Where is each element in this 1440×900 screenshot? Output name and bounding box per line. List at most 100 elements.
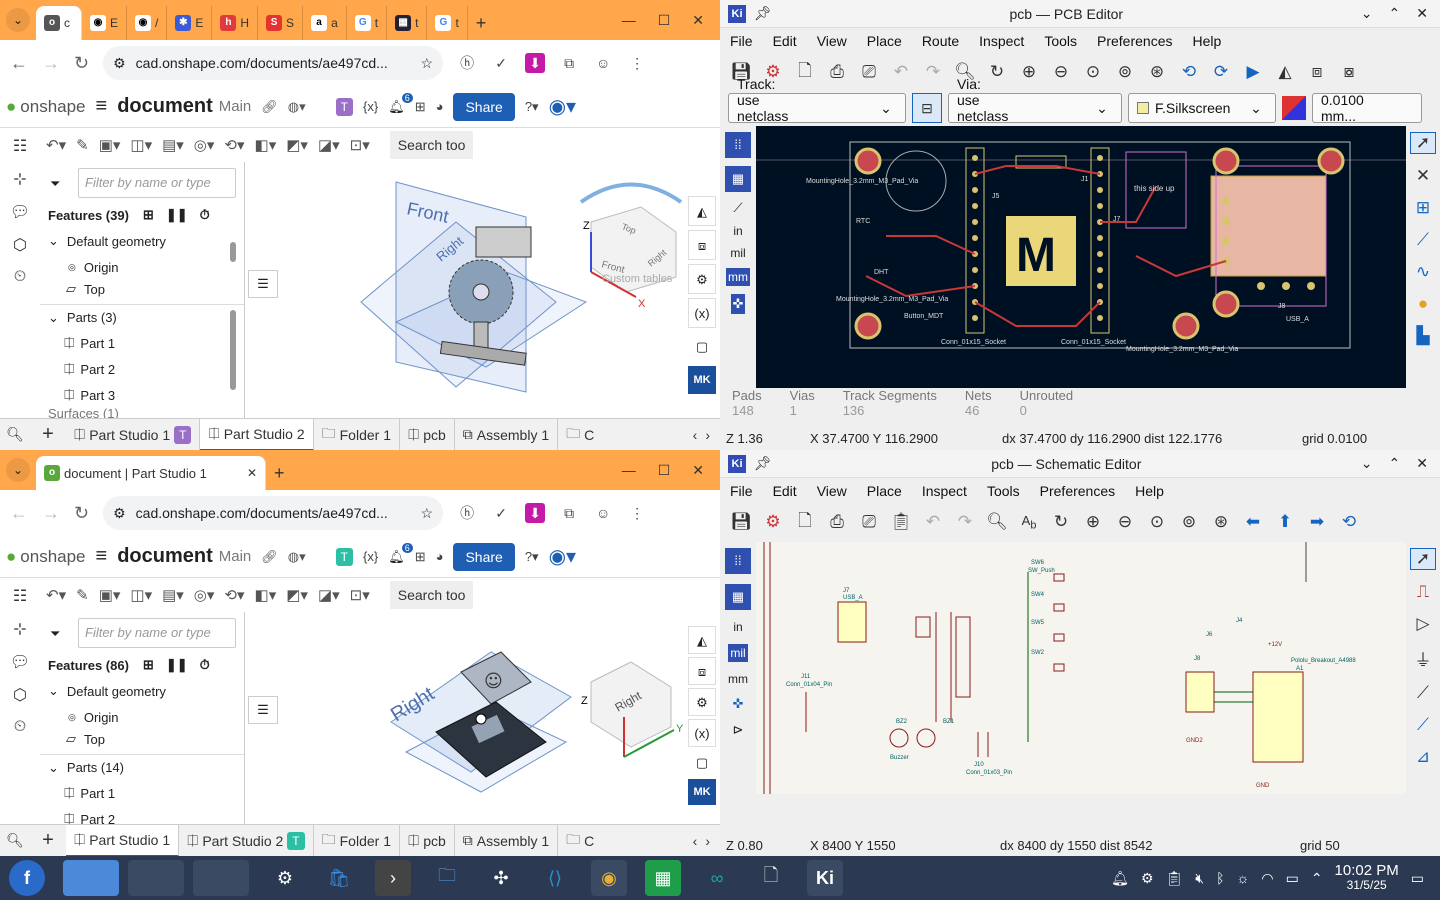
- paste-icon[interactable]: 📋︎: [890, 512, 912, 531]
- add-via-icon[interactable]: ●: [1417, 294, 1429, 313]
- tab-assembly-1[interactable]: ⧉Assembly 1: [455, 824, 559, 856]
- browser-tab[interactable]: ◉E: [82, 6, 128, 40]
- tab-part-studio-1[interactable]: ⎅Part Studio 1: [66, 824, 180, 856]
- maximize-icon[interactable]: ☐: [657, 461, 671, 478]
- menu-preferences[interactable]: Preferences: [1039, 483, 1116, 499]
- add-feature-icon[interactable]: ⊞: [142, 207, 154, 222]
- rotate-icon[interactable]: ⟲: [1341, 512, 1357, 531]
- section-view-icon[interactable]: ⧈: [688, 230, 716, 260]
- part-item[interactable]: ⎅Part 3: [64, 387, 116, 403]
- close-icon[interactable]: ✕: [1416, 5, 1428, 21]
- refresh-icon[interactable]: ↻: [989, 62, 1005, 81]
- magnifier-icon[interactable]: 🔍︎: [6, 426, 24, 442]
- browser-tab[interactable]: ◉/: [127, 6, 168, 40]
- download-extension-icon[interactable]: ⬇: [525, 53, 546, 73]
- help-icon[interactable]: ?▾: [524, 548, 539, 564]
- chevron-down-icon[interactable]: ⌄: [1360, 455, 1373, 471]
- parts-group[interactable]: ⌄Parts (14): [40, 754, 244, 780]
- plane-icon[interactable]: ◧▾: [254, 137, 277, 154]
- measure-icon[interactable]: ⟋: [733, 200, 743, 215]
- pause-icon[interactable]: ❚❚: [165, 207, 188, 222]
- print-icon[interactable]: ⎙: [830, 512, 844, 531]
- download-extension-icon[interactable]: ⬇: [525, 503, 546, 523]
- part-item[interactable]: ⎅Part 1: [64, 785, 116, 801]
- undo-icon[interactable]: ↶: [893, 62, 909, 81]
- file-manager-icon[interactable]: 🗀: [438, 865, 456, 885]
- forward-icon[interactable]: →: [42, 502, 60, 523]
- ungroup-icon[interactable]: ⧇: [1343, 62, 1355, 81]
- unit-mil[interactable]: mil: [730, 246, 746, 260]
- appearance-icon[interactable]: ⬡: [13, 687, 27, 704]
- profile-icon[interactable]: ☺: [595, 55, 611, 71]
- feature-list-icon[interactable]: ☷: [12, 138, 28, 155]
- add-symbol-icon[interactable]: ⎍: [1417, 582, 1429, 601]
- reload-icon[interactable]: ↻: [74, 502, 90, 523]
- menu-preferences[interactable]: Preferences: [1097, 33, 1173, 49]
- menu-view[interactable]: View: [816, 483, 847, 499]
- tab-overflow[interactable]: 🗀C: [558, 419, 602, 451]
- save-icon[interactable]: 💾︎: [730, 512, 752, 531]
- fillet-icon[interactable]: ◫▾: [130, 587, 153, 604]
- h-extension-icon[interactable]: ⓗ: [460, 505, 475, 521]
- close-icon[interactable]: ✕: [692, 461, 704, 478]
- chrome-icon[interactable]: ◉: [591, 860, 627, 896]
- add-zone-icon[interactable]: ▙: [1416, 326, 1430, 345]
- zoom-objects-icon[interactable]: ⊚: [1117, 62, 1133, 81]
- tab-assembly-1[interactable]: ⧉Assembly 1: [455, 418, 559, 450]
- chevron-right-icon[interactable]: ›: [705, 426, 710, 443]
- scrollbar[interactable]: [230, 242, 236, 262]
- model-viewport-graphic[interactable]: Front Right Top Front Right Z X Custom t…: [246, 162, 720, 418]
- discover-app-icon[interactable]: 🛍︎: [327, 867, 351, 888]
- more-tools-icon[interactable]: ⊡▾: [349, 587, 370, 604]
- zoom-in-icon[interactable]: ⊕: [1085, 512, 1101, 531]
- new-tab-button[interactable]: +: [475, 12, 487, 33]
- measure-icon[interactable]: ▢: [695, 755, 709, 770]
- pin-icon[interactable]: 📌︎: [754, 455, 772, 471]
- variable-icon[interactable]: {x}: [363, 549, 379, 564]
- redo-icon[interactable]: ↷: [925, 62, 941, 81]
- transform-icon[interactable]: ⟲▾: [224, 587, 245, 604]
- tab-overflow[interactable]: 🗀C: [558, 825, 602, 857]
- arrow-up-icon[interactable]: ⬆: [1277, 512, 1293, 531]
- transform-icon[interactable]: ⟲▾: [224, 137, 245, 154]
- undo-icon[interactable]: ↶▾: [46, 137, 67, 154]
- mate-connector-icon[interactable]: ◩▾: [286, 137, 308, 154]
- scrollbar[interactable]: [230, 310, 236, 390]
- learning-icon[interactable]: ◕: [435, 99, 444, 114]
- browser-tab[interactable]: ✱E: [167, 6, 213, 40]
- vscode-icon[interactable]: ⟨⟩: [547, 867, 563, 888]
- add-wire-icon[interactable]: ⟋: [1417, 683, 1429, 702]
- default-geometry-group[interactable]: ⌄Default geometry: [48, 683, 166, 699]
- bookmark-star-icon[interactable]: ☆: [420, 504, 434, 521]
- h-extension-icon[interactable]: ⓗ: [460, 55, 475, 71]
- clipboard-icon[interactable]: 📋︎: [1165, 869, 1184, 886]
- hierarchy-icon[interactable]: ⊳: [732, 722, 744, 737]
- desktop-pager-2[interactable]: [128, 860, 184, 896]
- top-plane-item[interactable]: ▱Top: [66, 731, 105, 747]
- render-mode-icon[interactable]: ◭: [688, 196, 716, 226]
- unit-mm[interactable]: mm: [728, 672, 748, 686]
- menu-help[interactable]: Help: [1192, 33, 1222, 49]
- add-power-icon[interactable]: ▷: [1416, 614, 1430, 633]
- search-tools-field[interactable]: Search too: [389, 581, 474, 609]
- menu-tools[interactable]: Tools: [1044, 33, 1077, 49]
- menu-tools[interactable]: Tools: [986, 483, 1020, 499]
- hamburger-menu-icon[interactable]: ≡: [95, 545, 108, 567]
- ground-icon[interactable]: ⏚: [1414, 651, 1432, 670]
- feature-filter-input[interactable]: Filter by name or type: [78, 168, 236, 198]
- schematic-graphic[interactable]: J7 USB_A J11 Conn_01x04_Pin BZ2 BZ1 Buzz…: [756, 542, 1406, 794]
- avatar[interactable]: ◉▾: [548, 546, 577, 568]
- menu-help[interactable]: Help: [1135, 483, 1164, 499]
- extensions-puzzle-icon[interactable]: ⧉: [564, 54, 575, 71]
- document-icon[interactable]: 🗋: [763, 865, 779, 885]
- graphics-viewport[interactable]: Front Right Top Front Right Z X Custom t…: [246, 162, 720, 418]
- top-plane-item[interactable]: ▱Top: [66, 281, 105, 297]
- plot-icon[interactable]: ⎚: [862, 512, 876, 531]
- boolean-icon[interactable]: ◎▾: [193, 587, 215, 604]
- fillet-icon[interactable]: ◫▾: [130, 137, 153, 154]
- profile-icon[interactable]: ☺: [595, 505, 611, 521]
- zoom-in-icon[interactable]: ⊕: [1021, 62, 1037, 81]
- measure-icon[interactable]: ▢: [695, 339, 709, 354]
